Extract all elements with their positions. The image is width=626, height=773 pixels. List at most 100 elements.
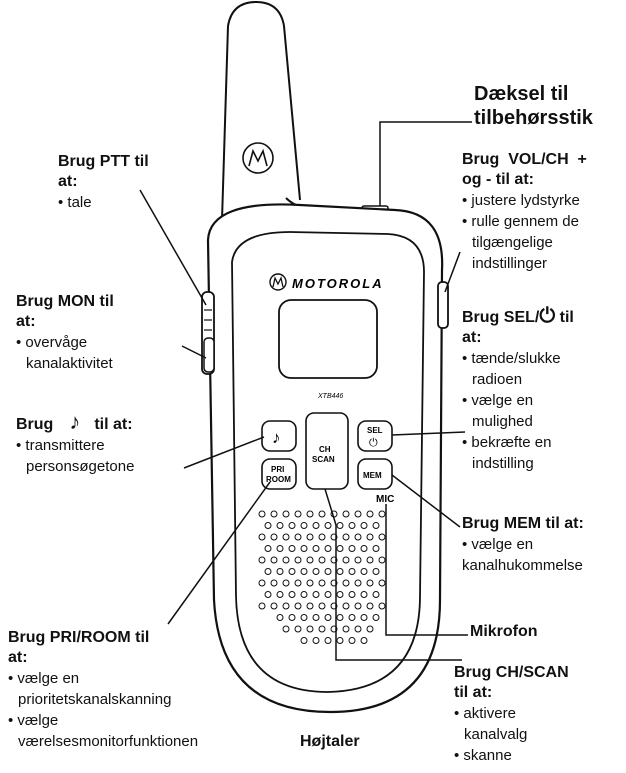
speaker-hole [270, 510, 278, 518]
speaker-hole [318, 579, 326, 587]
speaker-hole [360, 637, 368, 644]
speaker-hole [336, 591, 344, 598]
speaker-hole [360, 545, 368, 552]
speaker-hole [258, 556, 266, 564]
speaker-hole [360, 614, 368, 621]
speaker-hole [372, 522, 380, 529]
svg-text:CH: CH [319, 445, 331, 454]
pri-bullet-4: værelsesmonitorfunktionen [18, 733, 199, 750]
mon-title: Brug MON til [16, 293, 114, 310]
speaker-hole [366, 579, 374, 587]
speaker-hole [276, 614, 284, 621]
svg-text:PRI: PRI [271, 465, 284, 474]
mon-bullet-1: • overvåge [16, 334, 88, 351]
speaker-hole [282, 602, 290, 610]
speaker-hole [366, 625, 374, 633]
speaker-hole [294, 602, 302, 610]
speaker-hole [276, 591, 284, 598]
volch-title: Brug VOL/CH + [462, 151, 587, 168]
speaker-hole [372, 614, 380, 621]
speaker-hole [306, 625, 314, 633]
speaker-hole [276, 545, 284, 552]
mem-title: Brug MEM til at: [462, 515, 584, 532]
speaker-hole [342, 579, 350, 587]
sel-power-key [357, 420, 393, 452]
speaker-hole [354, 533, 362, 541]
speaker-hole [300, 614, 308, 621]
speaker-hole [348, 591, 356, 598]
motorola-logo-icon [269, 273, 287, 291]
speaker-hole [378, 533, 386, 541]
speaker-hole [258, 510, 266, 518]
ptt-title-2: at: [58, 173, 78, 190]
speaker-hole [300, 591, 308, 598]
speaker-hole [336, 637, 344, 644]
speaker-hole [312, 614, 320, 621]
speaker-hole [324, 614, 332, 621]
speaker-hole [378, 556, 386, 564]
ptt-bullet-1: • tale [58, 194, 92, 211]
pri-title-2: at: [8, 649, 28, 666]
speaker-hole [306, 533, 314, 541]
call-bullet-2: personsøgetone [26, 458, 135, 475]
speaker-hole [312, 591, 320, 598]
speaker-hole [306, 510, 314, 518]
speaker-hole [336, 568, 344, 575]
call-title: Brug♪til at: [16, 409, 133, 434]
speaker-hole [264, 568, 272, 575]
speaker-hole [342, 533, 350, 541]
speaker-hole [312, 637, 320, 644]
speaker-hole [300, 522, 308, 529]
speaker-hole [294, 533, 302, 541]
speaker-hole [378, 579, 386, 587]
speaker-hole [354, 556, 362, 564]
speaker-hole [360, 522, 368, 529]
music-note-icon: ♪ [69, 409, 81, 434]
mem-bullet-1: • vælge en [462, 536, 534, 553]
speaker-hole [282, 579, 290, 587]
speaker-hole [342, 556, 350, 564]
sel-bullet-5: • bekræfte en [462, 434, 552, 451]
mon-bullet-2: kanalaktivitet [26, 355, 113, 372]
speaker-hole [354, 602, 362, 610]
ch-scan-key [305, 412, 349, 490]
speaker-hole [378, 510, 386, 518]
sel-bullet-4: mulighed [472, 413, 533, 430]
power-icon: ⏻ [369, 437, 378, 449]
speaker-hole [378, 602, 386, 610]
speaker-hole [270, 602, 278, 610]
speaker-hole [276, 568, 284, 575]
chscan-bullet-1: • aktivere [454, 705, 516, 722]
speaker-hole [318, 510, 326, 518]
callout-pri: Brug PRI/ROOM til at: • vælge en priorit… [8, 628, 198, 752]
speaker-hole [318, 602, 326, 610]
speaker-hole [366, 602, 374, 610]
speaker-hole [372, 591, 380, 598]
speaker-hole [366, 533, 374, 541]
speaker-hole [276, 522, 284, 529]
speaker-hole [258, 579, 266, 587]
sel-bullet-1: • tænde/slukke [462, 350, 561, 367]
speaker-hole [294, 556, 302, 564]
pri-bullet-2: prioritetskanalskanning [18, 691, 172, 708]
speaker-hole [312, 522, 320, 529]
speaker-hole [264, 591, 272, 598]
speaker-hole [282, 556, 290, 564]
speaker-callout: Højtaler [300, 733, 360, 750]
speaker-hole [366, 510, 374, 518]
lcd-display [278, 299, 378, 379]
svg-text:♪: ♪ [272, 428, 281, 447]
speaker-hole [288, 545, 296, 552]
callout-mem: Brug MEM til at: • vælge en kanalhukomme… [462, 514, 584, 576]
speaker-hole [336, 522, 344, 529]
speaker-hole [336, 545, 344, 552]
mon-button [203, 337, 215, 373]
sel-title: Brug SEL/⏻ til [462, 305, 574, 327]
speaker-hole [270, 579, 278, 587]
pri-title: Brug PRI/ROOM til [8, 629, 150, 646]
speaker-hole [294, 625, 302, 633]
power-icon: ⏻ [539, 305, 556, 327]
speaker-hole [288, 591, 296, 598]
speaker-hole [318, 556, 326, 564]
